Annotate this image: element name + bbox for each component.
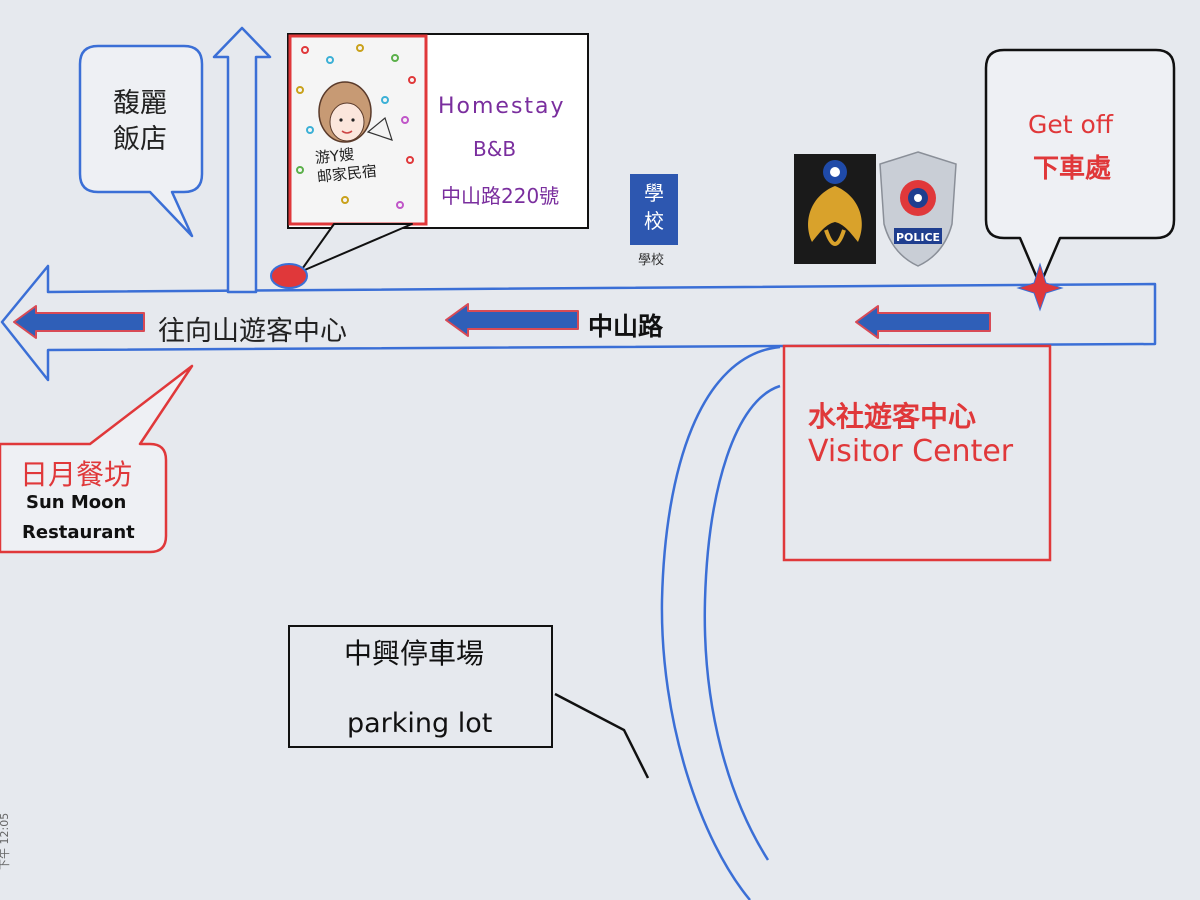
restaurant-bubble xyxy=(0,364,194,554)
parking-name-en: parking lot xyxy=(347,708,493,739)
restaurant-name-en-line2: Restaurant xyxy=(22,522,135,543)
visitor-center-name-zh: 水社遊客中心 xyxy=(808,400,977,433)
homestay-name-en: Homestay xyxy=(438,94,566,119)
school-sign: 學 校 xyxy=(630,174,678,245)
homestay-address: 中山路220號 xyxy=(441,184,560,208)
get-off-label-en: Get off xyxy=(1028,110,1114,139)
school-caption: 學校 xyxy=(638,253,665,268)
restaurant-name-zh: 日月餐坊 xyxy=(20,458,133,491)
homestay-sign xyxy=(287,33,589,229)
visitor-center-name-en: Visitor Center xyxy=(808,434,1014,469)
road-name-label: 中山路 xyxy=(588,312,664,341)
get-off-marker xyxy=(1016,262,1064,312)
homestay-type: B&B xyxy=(473,137,517,161)
police-badge-icon: POLICE xyxy=(879,151,957,267)
visitor-center-box xyxy=(782,344,1052,562)
national-emblem-icon xyxy=(794,154,876,264)
north-street-arrow xyxy=(212,26,272,294)
get-off-label-zh: 下車處 xyxy=(1033,154,1112,184)
parking-box xyxy=(288,625,650,779)
direction-arrow-left xyxy=(13,305,145,339)
get-off-bubble xyxy=(984,48,1176,312)
fuli-hotel-bubble xyxy=(78,44,204,238)
fuli-hotel-label: 馥麗 飯店 xyxy=(113,88,167,155)
photo-timestamp: 下午 12:05 xyxy=(0,812,11,870)
parking-name-zh: 中興停車場 xyxy=(344,637,485,670)
direction-arrow-middle xyxy=(445,303,579,337)
police-badge-text: POLICE xyxy=(896,231,940,244)
road-direction-label: 往向山遊客中心 xyxy=(158,316,347,347)
south-curved-road xyxy=(660,345,781,900)
homestay-sign-text: 游Y嫂 邮家民宿 xyxy=(314,145,378,187)
restaurant-name-en-line1: Sun Moon xyxy=(26,492,127,513)
homestay-location-marker xyxy=(270,263,308,289)
direction-arrow-right xyxy=(855,305,991,339)
homestay-callout xyxy=(270,223,413,289)
